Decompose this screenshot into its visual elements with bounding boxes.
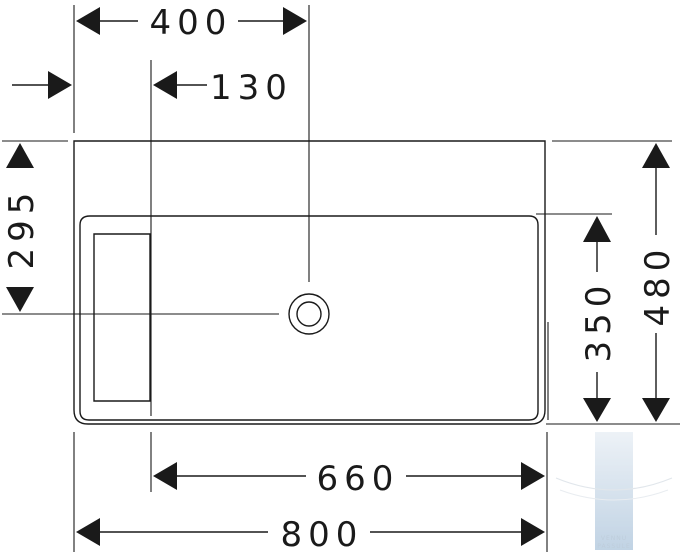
dimension-400: 400 xyxy=(76,3,307,43)
watermark-text-line2: PASSULE xyxy=(597,543,630,550)
dimension-480: 480 xyxy=(638,143,678,422)
dimension-label-400: 400 xyxy=(150,3,233,43)
dimension-label-800: 800 xyxy=(281,515,364,555)
dimension-label-350: 350 xyxy=(579,280,619,363)
dimension-660: 660 xyxy=(153,459,545,499)
extension-lines xyxy=(2,5,680,552)
drain-inner-ring xyxy=(296,301,322,327)
dimension-label-130: 130 xyxy=(210,68,293,108)
left-shelf xyxy=(93,233,151,402)
drain-outer-ring xyxy=(288,293,330,335)
dimension-label-480: 480 xyxy=(638,244,678,327)
dimension-295: 295 xyxy=(2,143,42,312)
dimension-label-660: 660 xyxy=(317,459,400,499)
dimension-130: 130 xyxy=(12,68,293,108)
basin-outline xyxy=(73,140,546,425)
watermark-logo: VENNU PASSULE xyxy=(555,432,673,550)
dimension-label-295: 295 xyxy=(2,187,42,270)
basin-inner-bowl xyxy=(79,215,539,421)
basin-outer-edge xyxy=(73,140,546,425)
watermark-text-line1: VENNU xyxy=(601,535,627,542)
dimension-350: 350 xyxy=(579,216,619,422)
dimension-800: 800 xyxy=(76,515,545,555)
